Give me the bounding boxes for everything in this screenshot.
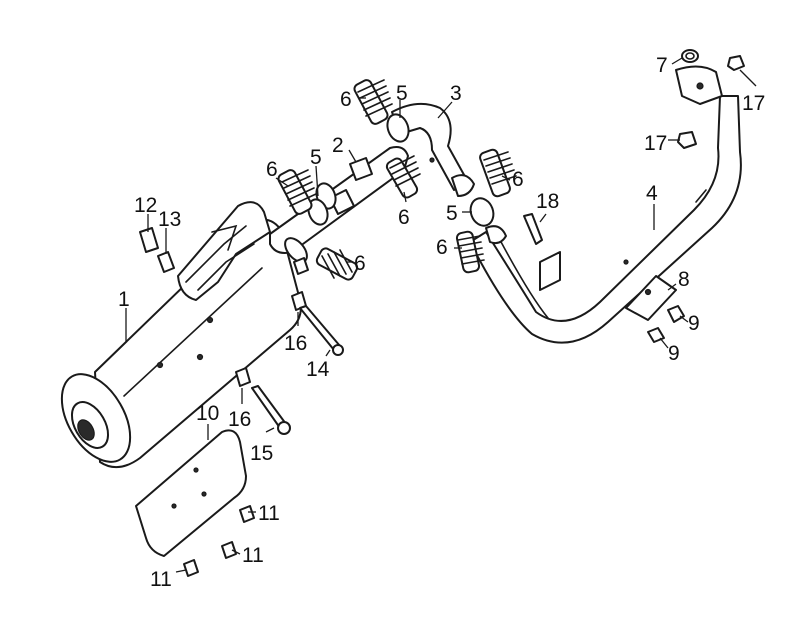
springs: [277, 79, 517, 281]
callout-6-top: 6: [340, 88, 352, 111]
callout-14: 14: [306, 358, 330, 381]
callout-2: 2: [332, 134, 344, 157]
callout-13: 13: [158, 208, 181, 231]
callout-6-center: 6: [398, 206, 410, 229]
callout-9-upper: 9: [688, 312, 700, 335]
callout-3: 3: [450, 82, 462, 105]
hardware: [139, 49, 745, 577]
header-pipe: [469, 65, 742, 344]
callout-12: 12: [134, 194, 157, 217]
callout-10: 10: [196, 402, 219, 425]
callout-11-upper: 11: [258, 502, 280, 525]
callout-11-lower: 11: [150, 568, 172, 591]
callout-5-middle: 5: [310, 146, 322, 169]
muffler-heat-guard: [177, 201, 271, 301]
callout-17-left: 17: [644, 132, 667, 155]
heat-shield: [135, 429, 247, 557]
callout-15: 15: [250, 442, 273, 465]
front-pipe-elbow: [391, 102, 475, 197]
callout-6-right-low: 6: [436, 236, 448, 259]
callout-8: 8: [678, 268, 690, 291]
callout-5-top: 5: [396, 82, 408, 105]
callout-16-lower: 16: [228, 408, 251, 431]
callouts: 1 2 3 4 5 5 5 6 6 6 6 6 6 7 8 9 9 10 11 …: [118, 54, 765, 591]
gaskets: [307, 113, 507, 245]
callout-17-right: 17: [742, 92, 765, 115]
callout-6-left: 6: [266, 158, 278, 181]
callout-18: 18: [536, 190, 559, 213]
callout-5-right: 5: [446, 202, 458, 225]
callout-7: 7: [656, 54, 668, 77]
leader-lines: [125, 57, 757, 573]
callout-4: 4: [646, 182, 658, 205]
callout-16-upper: 16: [284, 332, 307, 355]
callout-11-middle: 11: [242, 544, 264, 567]
callout-9-lower: 9: [668, 342, 680, 365]
callout-6-right-high: 6: [512, 168, 524, 191]
callout-6-lower: 6: [354, 252, 366, 275]
callout-1: 1: [118, 288, 130, 311]
muffler: [60, 218, 302, 469]
